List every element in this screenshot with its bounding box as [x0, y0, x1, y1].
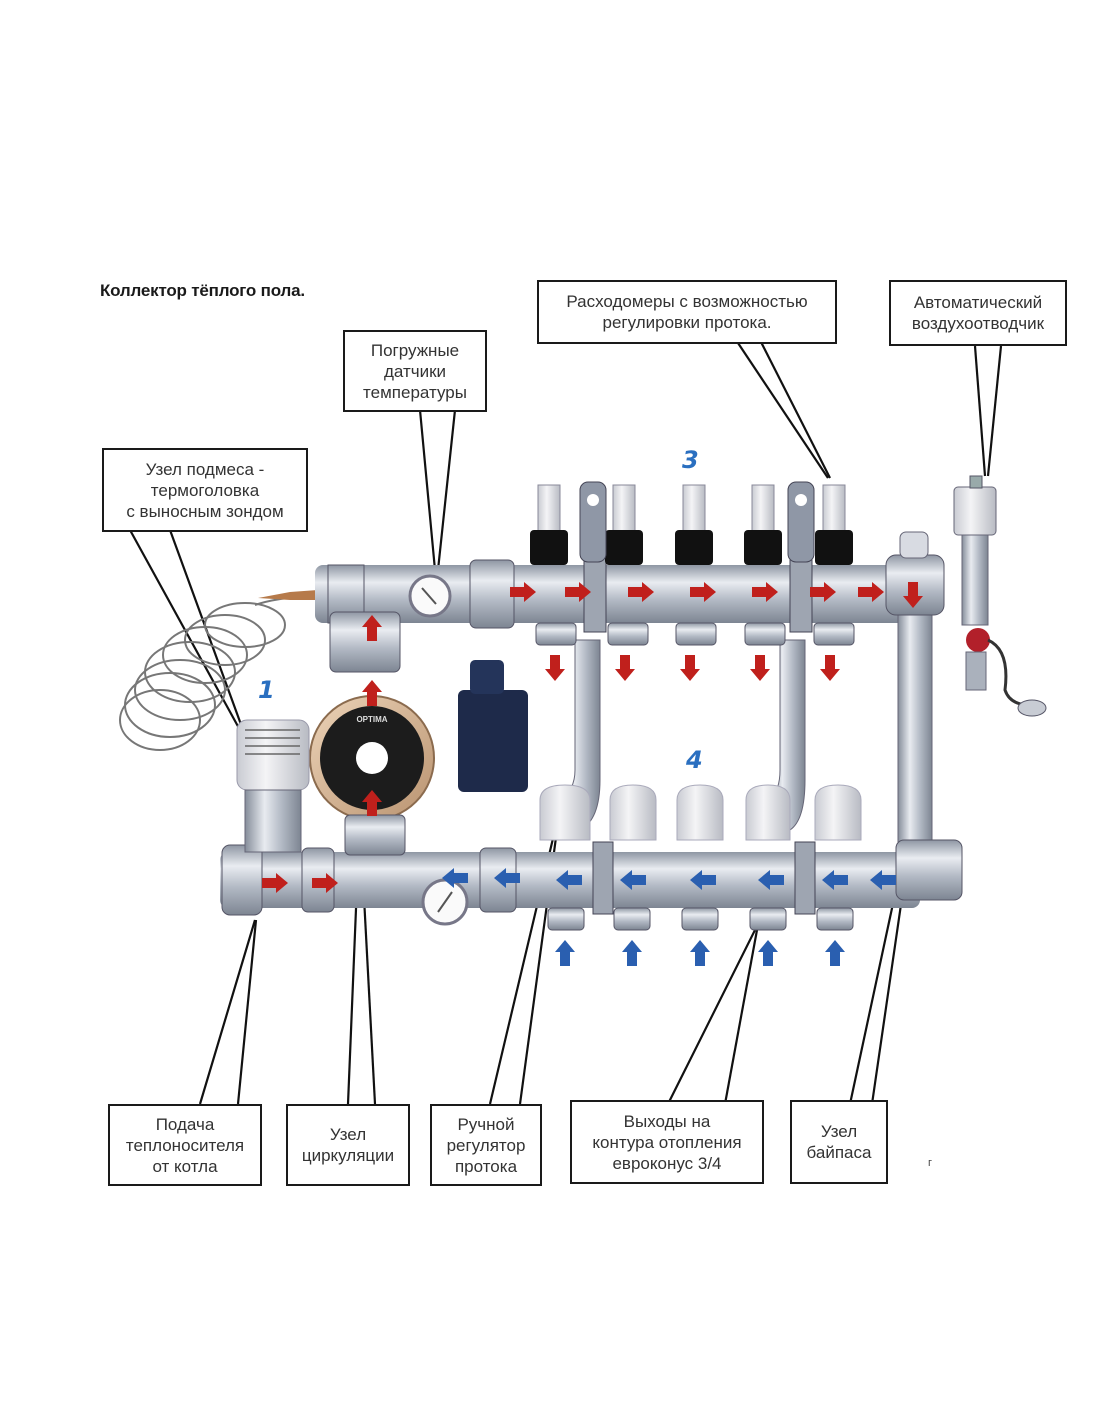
remote-probe: [258, 590, 318, 600]
thermometer-upper: [408, 574, 452, 618]
bypass-valve-cap: [899, 531, 929, 559]
leader-temp-left: [418, 409, 437, 571]
hot-flow-arrows: [262, 582, 923, 893]
hot-arrow-right: [810, 582, 836, 602]
hot-arrow-right: [858, 582, 884, 602]
cold-arrow-left: [690, 870, 716, 890]
cold-arrow-left: [758, 870, 784, 890]
return-clamp-left: [592, 841, 614, 915]
callout-outlets: Выходы на контура отопления евроконус 3/…: [570, 1100, 764, 1184]
cold-arrow-left: [442, 868, 468, 888]
cold-arrow-up: [555, 940, 575, 966]
flowmeter: [675, 484, 713, 565]
callout-temp-sensors: Погружные датчики температуры: [343, 330, 487, 412]
cold-flow-arrows: [442, 868, 896, 966]
hot-arrow-down: [545, 655, 565, 681]
marker-label: 3: [682, 446, 699, 474]
thermometer-lower: [421, 878, 469, 926]
circulation-pump: [309, 611, 528, 856]
hot-arrow-down: [615, 655, 635, 681]
hot-arrow-right: [565, 582, 591, 602]
bypass-valve-bottom: [895, 839, 963, 901]
marker-thermal-head: 1: [258, 676, 275, 704]
hot-arrow-down: [750, 655, 770, 681]
supply-union-nut: [469, 559, 515, 629]
leader-flowmeters-right: [759, 339, 831, 479]
leader-air-vent-right: [986, 345, 1003, 477]
cold-arrow-up: [690, 940, 710, 966]
air-vent: [953, 475, 1047, 717]
flowmeter: [815, 484, 853, 565]
cold-arrow-up: [825, 940, 845, 966]
hot-arrow-right: [510, 582, 536, 602]
return-inlets: [547, 907, 854, 931]
supply-outlets: [535, 622, 855, 646]
valve-caps: [539, 784, 862, 841]
callout-bypass: Узел байпаса: [790, 1100, 888, 1184]
marker-return-manifold: 4: [686, 746, 703, 774]
hot-arrow-down: [820, 655, 840, 681]
return-left-nut: [221, 844, 263, 916]
hot-arrow-right: [690, 582, 716, 602]
leader-flowmeters-left: [735, 339, 829, 479]
hot-arrow-up: [362, 790, 382, 816]
cold-arrow-left: [556, 870, 582, 890]
cold-arrow-left: [620, 870, 646, 890]
hot-arrow-right: [752, 582, 778, 602]
hot-arrow-right: [628, 582, 654, 602]
leader-supply-left: [198, 919, 257, 1105]
marker-supply-manifold: 3: [682, 446, 699, 474]
marker-label: 1: [258, 676, 275, 704]
leader-air-vent-left: [973, 345, 987, 477]
flowmeter: [744, 484, 782, 565]
pump-brand-label: OPTIMA: [356, 715, 387, 724]
flowmeter: [530, 484, 568, 565]
mounting-brackets: [559, 481, 815, 831]
callout-flowmeters: Расходомеры с возможностью регулировки п…: [537, 280, 837, 344]
callout-supply: Подача теплоносителя от котла: [108, 1104, 262, 1186]
cold-arrow-up: [758, 940, 778, 966]
capillary-coil: [119, 595, 311, 751]
callout-air-vent: Автоматический воздухоотводчик: [889, 280, 1067, 346]
callout-mixing-unit: Узел подмеса - термоголовка с выносным з…: [102, 448, 308, 532]
supply-clamp-right: [789, 557, 813, 633]
cold-arrow-up: [622, 940, 642, 966]
leader-temp-right: [436, 409, 457, 571]
return-clamp-right: [794, 841, 816, 915]
supply-manifold-pipe: [315, 565, 905, 623]
flowmeters: [530, 484, 853, 565]
cold-arrow-left: [494, 868, 520, 888]
bypass-pipe: [897, 589, 933, 861]
cold-arrow-left: [870, 870, 896, 890]
hot-arrow-down: [680, 655, 700, 681]
hot-arrow-right: [312, 873, 338, 893]
hot-arrow-up: [362, 615, 382, 641]
hot-arrow-right: [262, 873, 288, 893]
callout-manual-regulator: Ручной регулятор протока: [430, 1104, 542, 1186]
callout-circulation: Узел циркуляции: [286, 1104, 410, 1186]
leader-supply-right: [236, 919, 258, 1105]
flowmeter: [605, 484, 643, 565]
thermal-head: [236, 719, 310, 853]
leader-outlets-left: [667, 929, 756, 1105]
diagram-title: Коллектор тёплого пола.: [100, 281, 305, 300]
marker-label: 4: [686, 746, 703, 774]
hot-arrow-up: [362, 680, 382, 706]
stray-mark: г: [928, 1157, 933, 1169]
hot-arrow-down: [903, 582, 923, 608]
cold-arrow-left: [822, 870, 848, 890]
leader-outlets-right: [723, 929, 759, 1105]
